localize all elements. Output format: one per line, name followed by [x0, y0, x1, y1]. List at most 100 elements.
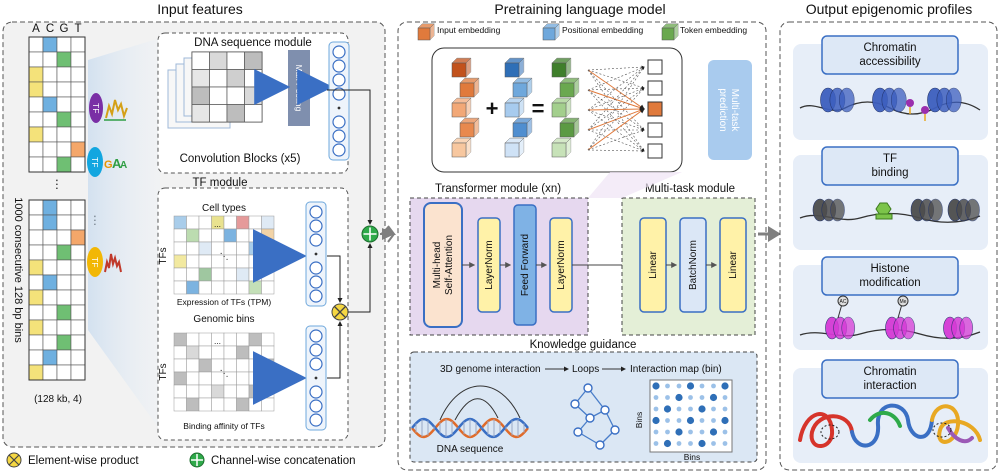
heat-cell: [198, 332, 212, 347]
onehot-cell: [70, 199, 86, 216]
to-output-arrow: [768, 226, 781, 242]
heat-cell: [236, 345, 250, 360]
heat-cell: [186, 241, 200, 256]
heat-cell: [236, 215, 250, 230]
tf-motif-3: TF: [87, 247, 122, 277]
conv-blocks-label: Convolution Blocks (x5): [180, 153, 301, 165]
onehot-cell: [70, 111, 86, 128]
dna-helix: [411, 385, 529, 439]
base-g: G: [60, 23, 69, 35]
legend-channelwise: Channel-wise concatenation: [211, 455, 355, 467]
interaction-dot: [711, 383, 716, 389]
onehot-cell: [42, 289, 58, 306]
vector-dot: [337, 106, 341, 110]
input-embedding-cube: [451, 62, 467, 78]
onehot-cell: [56, 111, 72, 128]
onehot-cell: [28, 364, 44, 381]
dna-module-title: DNA sequence module: [194, 37, 312, 49]
heat-cell: [198, 397, 212, 412]
onehot-cell: [70, 51, 86, 68]
batchnorm-label: BatchNorm: [688, 240, 699, 290]
token-embedding-column: [551, 57, 580, 158]
heat-cell: [198, 228, 212, 243]
onehot-frame-bottom: [28, 199, 86, 381]
interaction-dot: [676, 383, 682, 389]
vector-frame: [328, 41, 350, 161]
one-hot-matrix: [28, 36, 86, 381]
onehot-cell: [42, 51, 58, 68]
loop-node: [573, 427, 583, 437]
interaction-map-label: Interaction map (bin): [630, 364, 722, 375]
tf-module-title: TF module: [193, 177, 248, 189]
onehot-cell: [56, 214, 72, 231]
interaction-dot: [686, 382, 695, 390]
multitask-module-title: Multi-task module: [645, 183, 735, 195]
legend-cube: [417, 27, 431, 41]
heat-cell: [248, 384, 262, 399]
heat-cell: [186, 254, 200, 269]
heat-cell: [236, 254, 250, 269]
heat-cell: [211, 384, 225, 399]
motif-logo-2-letters: G: [104, 159, 113, 171]
vector-dot: [314, 252, 318, 256]
onehot-cell: [28, 156, 44, 173]
base-c: C: [46, 23, 54, 35]
expression-label: Expression of TFs (TPM): [177, 297, 271, 307]
onehot-cell: [70, 141, 86, 158]
neuron: [309, 385, 323, 399]
attention-line: [587, 65, 645, 71]
feedforward-label: Feed Forward: [520, 234, 531, 296]
heat-cell: [223, 267, 237, 282]
conv-cell: [244, 104, 263, 123]
mark-stalk: [837, 303, 843, 319]
interaction-dot: [688, 406, 693, 412]
heat-cell: [248, 332, 262, 347]
onehot-cell: [56, 349, 72, 366]
chromatin-interaction-illustration: [798, 403, 982, 448]
accessible-site: [906, 99, 914, 107]
conv-cell: [191, 69, 210, 88]
neuron: [309, 357, 323, 371]
neuron: [309, 399, 323, 413]
tfs-label-1: TFs: [158, 247, 169, 264]
heat-cell: [198, 345, 212, 360]
heat-cell: [211, 397, 225, 412]
loop-node: [610, 425, 620, 435]
loop-node: [583, 383, 593, 393]
heat-cell: [236, 267, 250, 282]
sequence-axis-label: 1000 consecutive 128 bp bins: [12, 197, 24, 343]
heat-cell: [261, 358, 275, 373]
heat-cell: [198, 267, 212, 282]
legend-cube: [542, 27, 556, 41]
onehot-cell: [28, 96, 44, 113]
svg-text:TF: TF: [91, 103, 101, 113]
conv-cell: [191, 51, 210, 70]
heat-cell: [248, 215, 262, 230]
heat-cell: [248, 254, 262, 269]
interaction-dot: [721, 416, 729, 425]
heat-cell: [223, 345, 237, 360]
interaction-dot: [653, 429, 659, 435]
layernorm-label-1: LayerNorm: [484, 240, 495, 289]
multitask-prediction-block: [708, 60, 752, 160]
max-pooling-label: Max Pooling: [294, 65, 304, 112]
tf-binding-matrix: ...⋱: [173, 332, 275, 412]
vector-dot: [314, 376, 318, 380]
loop-node: [585, 413, 595, 423]
nucleosome-disc: [901, 316, 916, 340]
neuron: [309, 205, 323, 219]
tf-motif-2: TF G A A: [87, 147, 127, 177]
loop-node: [600, 405, 610, 415]
interaction-dot: [709, 428, 718, 436]
heat-cell: [261, 397, 275, 412]
onehot-cell: [28, 36, 44, 53]
title-box-accessibility: [821, 35, 959, 75]
onehot-cell: [42, 214, 58, 231]
heat-cell: [236, 384, 250, 399]
legend: Element-wise product Channel-wise concat…: [6, 452, 355, 468]
token-embedding-cube: [551, 102, 567, 118]
legend-cube: [661, 27, 675, 41]
positional-embedding-cube: [504, 102, 520, 118]
panel-title-output: Output epigenomic profiles: [806, 1, 973, 17]
